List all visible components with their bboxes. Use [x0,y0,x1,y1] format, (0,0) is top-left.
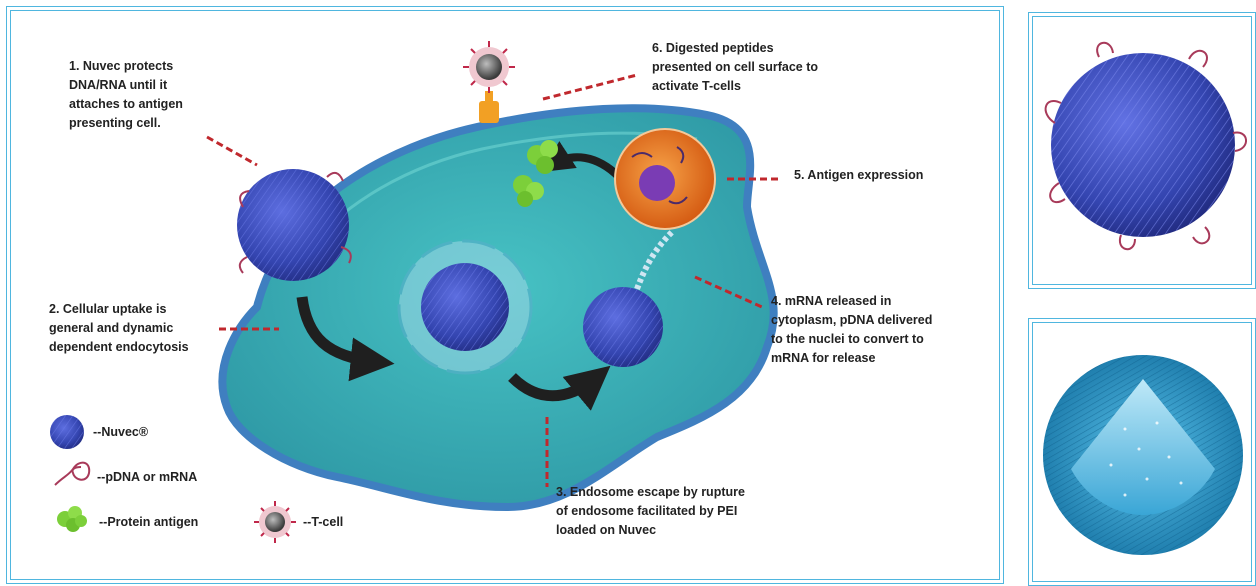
nucleus [615,129,715,229]
nuvec-cross-section [1029,319,1255,585]
legend-protein-antigen-label: --Protein antigen [99,514,198,530]
legend-nucleic-acid-label: --pDNA or mRNA [97,469,197,485]
legend-t-cell-label: --T-cell [303,514,343,530]
legend-nuvec-label: --Nuvec® [93,424,148,440]
nuvec-particle-icon [50,415,84,449]
main-diagram-panel: 1. Nuvec protects DNA/RNA until it attac… [6,6,1004,584]
nuvec-particle-closeup [1029,13,1255,288]
nuvec-particle-closeup-panel [1028,12,1256,289]
protein-antigen-icon [57,506,87,532]
step-6-label: 6. Digested peptides presented on cell s… [652,39,818,96]
step-1-label: 1. Nuvec protects DNA/RNA until it attac… [69,57,183,133]
connector-step6 [543,75,637,99]
connector-step1 [207,137,257,165]
t-cell-icon [254,501,296,543]
step-5-label: 5. Antigen expression [794,166,923,185]
step-3-label: 3. Endosome escape by rupture of endosom… [556,483,745,540]
nuvec-cross-section-panel [1028,318,1256,586]
step-2-label: 2. Cellular uptake is general and dynami… [49,300,189,357]
t-cell-on-surface [463,41,515,123]
nucleic-acid-loop-icon [55,463,89,485]
endosome-with-nuvec [399,241,531,373]
step-4-label: 4. mRNA released in cytoplasm, pDNA deli… [771,292,932,368]
